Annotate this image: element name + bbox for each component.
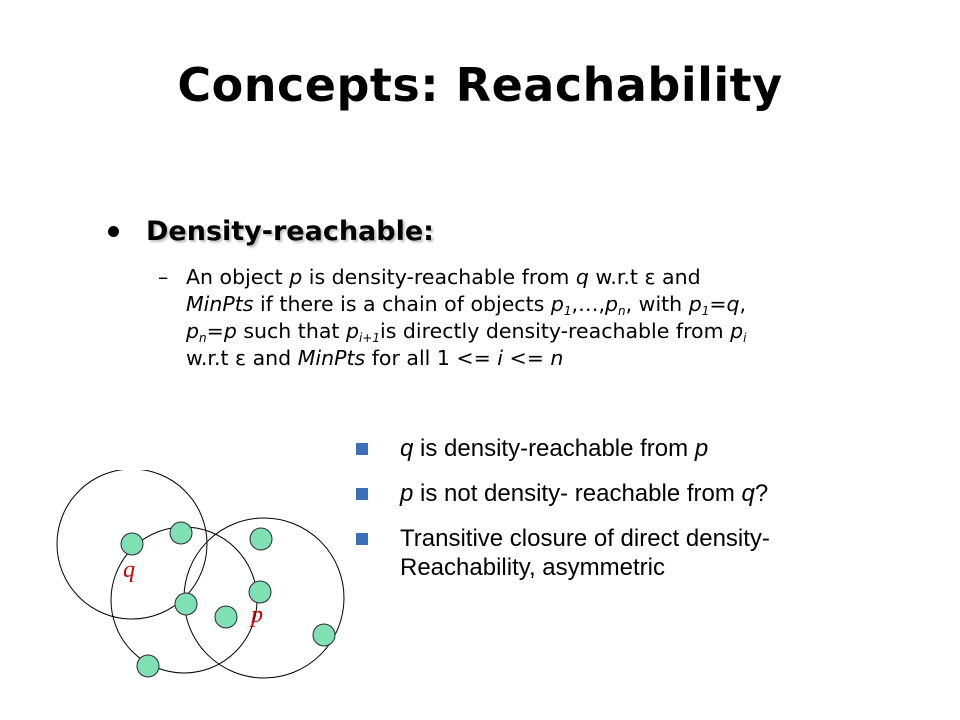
definition-line-1: An object p is density-reachable from q … (186, 265, 701, 289)
square-bullet-icon (356, 443, 368, 455)
point (312, 623, 336, 647)
point-q (120, 532, 144, 556)
point (248, 580, 272, 604)
list-item: Transitive closure of direct density-Rea… (356, 524, 926, 582)
point-p (214, 605, 238, 629)
list-item: p is not density- reachable from q? (356, 479, 926, 508)
point (249, 527, 273, 551)
square-bullet-icon (356, 533, 368, 545)
definition-body: An object p is density-reachable from q … (186, 264, 926, 372)
label-p: p (249, 602, 263, 628)
neighborhood-circle-q (56, 470, 208, 620)
bullet-dot-icon (108, 226, 119, 237)
point (136, 654, 160, 678)
definition-line-3: pn=p such that pi+1is directly density-r… (186, 319, 747, 345)
definition-line-2: MinPts if there is a chain of objects p1… (186, 292, 747, 318)
list-item-text: q is density-reachable from p (400, 435, 709, 462)
list-item-text: p is not density- reachable from q? (400, 480, 769, 507)
list-item-text: Transitive closure of direct density-Rea… (400, 525, 770, 581)
definition-line-4: w.r.t ε and MinPts for all 1 <= i <= n (186, 346, 564, 370)
dash-icon: – (158, 265, 169, 289)
label-q: q (123, 557, 135, 583)
slide-title: Concepts: Reachability (177, 58, 783, 112)
reachability-diagram: q p (56, 470, 345, 679)
bullet-label: Density-reachable: (146, 216, 434, 247)
point (174, 592, 198, 616)
point (169, 521, 193, 545)
properties-list: q is density-reachable from p p is not d… (356, 434, 926, 598)
square-bullet-icon (356, 488, 368, 500)
list-item: q is density-reachable from p (356, 434, 926, 463)
